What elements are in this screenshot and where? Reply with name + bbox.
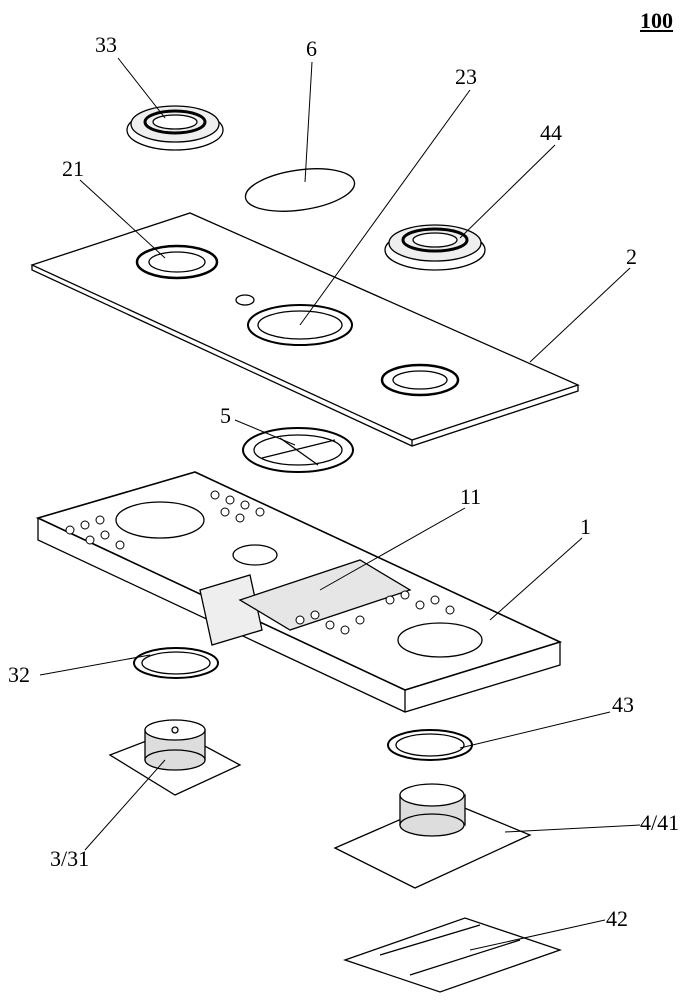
label-42: 42 (606, 908, 628, 930)
part-2-plate (32, 213, 578, 446)
label-23: 23 (455, 66, 477, 88)
label-3-31: 3/31 (50, 848, 89, 870)
part-32-ring (134, 648, 218, 678)
label-21: 21 (62, 158, 84, 180)
part-44-lens-ring (385, 225, 485, 270)
part-42-bracket (345, 918, 560, 992)
part-5-oval-gasket (243, 428, 353, 472)
figure-number: 100 (640, 10, 673, 32)
part-4-camera-module (335, 784, 530, 888)
label-43: 43 (612, 694, 634, 716)
label-2: 2 (626, 246, 637, 268)
part-1-tray (38, 472, 560, 712)
label-11: 11 (460, 486, 481, 508)
part-43-ring (388, 730, 472, 760)
label-5: 5 (220, 405, 231, 427)
label-1: 1 (580, 516, 591, 538)
label-6: 6 (306, 38, 317, 60)
part-6-oval-cover (243, 163, 357, 218)
part-33-lens-ring (127, 106, 223, 150)
label-32: 32 (8, 664, 30, 686)
label-44: 44 (540, 122, 562, 144)
part-3-camera-module (110, 720, 240, 795)
label-33: 33 (95, 34, 117, 56)
label-4-41: 4/41 (640, 812, 679, 834)
